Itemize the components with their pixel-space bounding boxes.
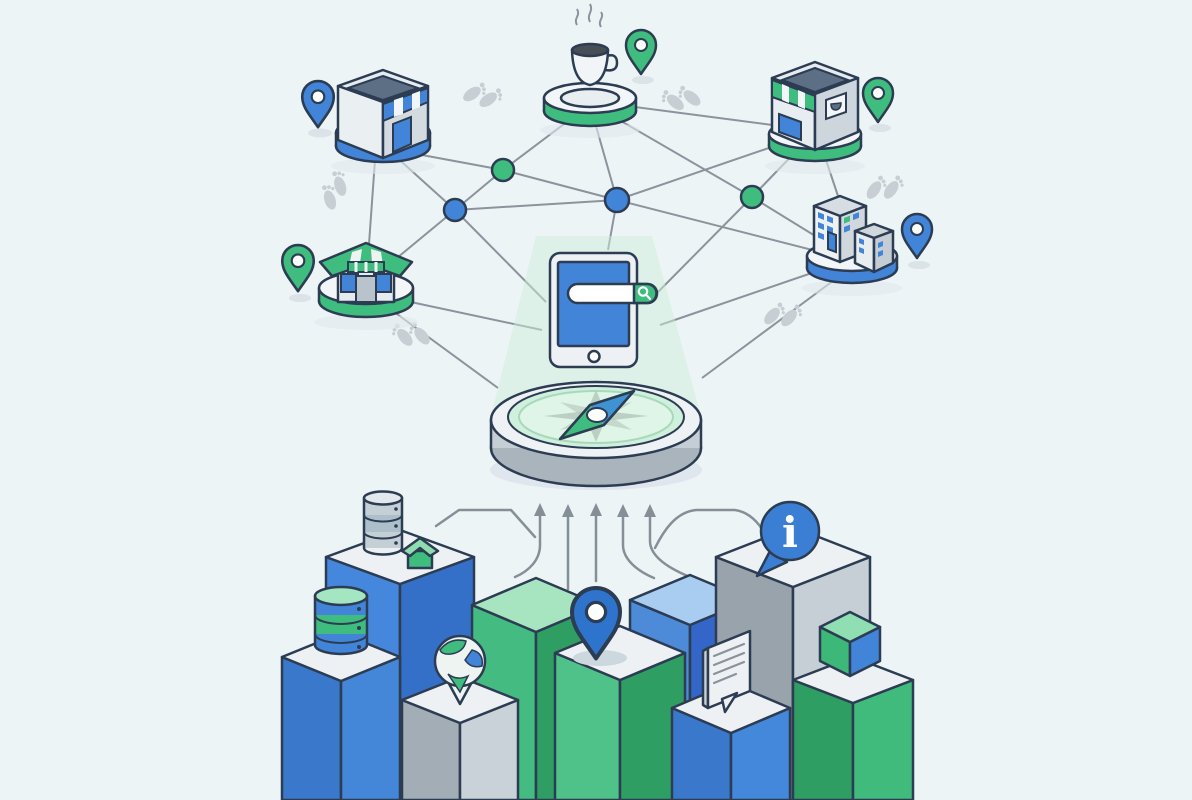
hub-storefront: [331, 68, 435, 174]
magnifier-icon: [637, 286, 652, 300]
database-icon: [313, 585, 369, 656]
home-button: [587, 349, 601, 364]
hub-office-buildings: [802, 194, 902, 296]
info-glyph: i: [782, 508, 798, 557]
flow-connector-left: [434, 508, 537, 539]
office-buildings-icon: [812, 194, 895, 274]
compass-icon: [507, 385, 685, 449]
network-nodes: [442, 157, 765, 223]
network-node-green: [490, 157, 516, 183]
cafe-shop-icon: [770, 60, 860, 152]
flow-arrows: [434, 503, 764, 591]
cube-icon: [818, 610, 882, 678]
flow-connector-right: [653, 508, 764, 550]
search-bar: [566, 282, 659, 305]
column-database-left: [280, 585, 402, 800]
network-node-blue: [603, 186, 631, 214]
coffee-cup-icon: [559, 3, 621, 109]
compass-needle: [558, 389, 636, 441]
column-cube: [791, 610, 915, 800]
tablet-device: [548, 251, 659, 369]
hub-market-stall: [314, 241, 418, 330]
home-icon: [400, 536, 440, 570]
data-columns: i: [280, 490, 915, 800]
map-pins: [280, 28, 934, 302]
hub-cafe-shop: [765, 60, 865, 174]
info-bubble-icon: i: [755, 500, 821, 578]
network-node-green: [739, 184, 765, 210]
column-location-pin: [553, 588, 687, 800]
database-icon: [362, 490, 404, 556]
up-arrow: [621, 513, 656, 580]
market-stall-icon: [318, 241, 414, 304]
globe-pin-icon: [433, 634, 487, 706]
column-globe: [400, 634, 520, 800]
document-icon: [701, 629, 752, 714]
column-document: [670, 629, 792, 800]
hub-coffee: [540, 3, 640, 138]
storefront-icon: [336, 68, 430, 160]
up-arrow: [648, 513, 692, 579]
compass-dish: [489, 380, 703, 490]
up-arrow: [513, 512, 542, 579]
network-node-blue: [442, 197, 468, 223]
